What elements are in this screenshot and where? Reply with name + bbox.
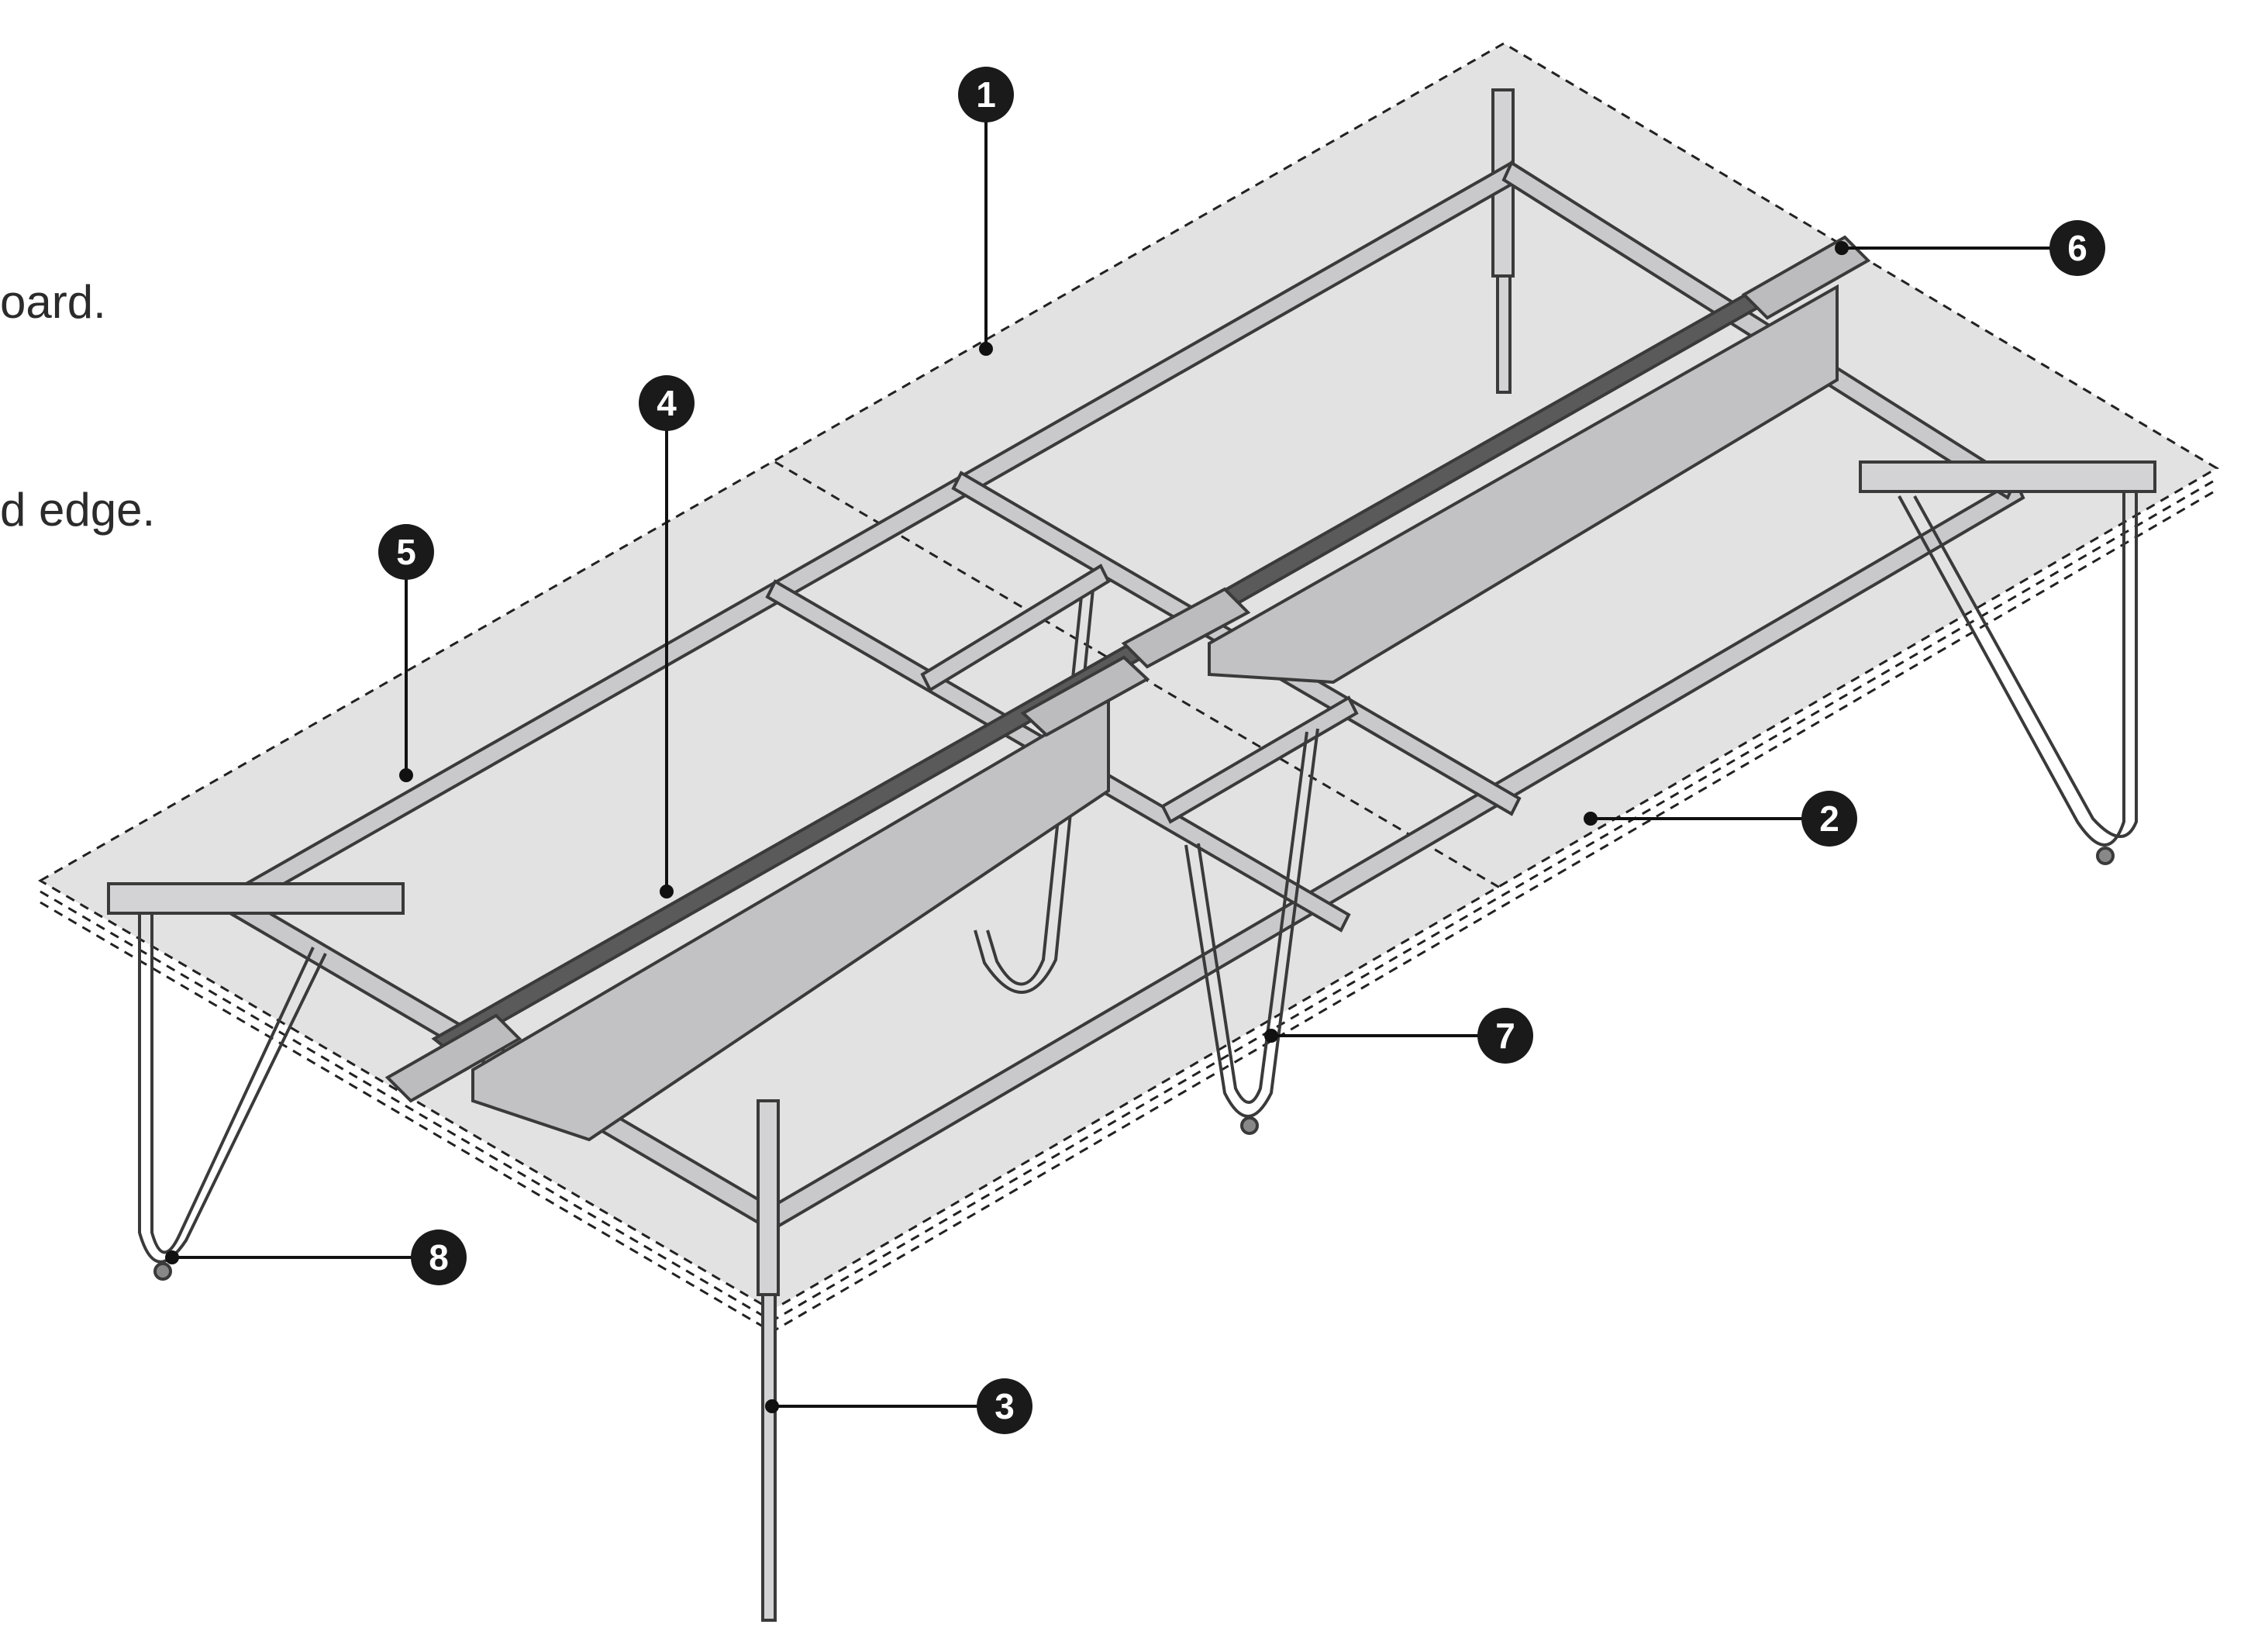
leg-rear-hairpin (986, 588, 1084, 986)
instruction-text-line-2: d edge. (0, 484, 156, 536)
callout-7: 7 (1477, 1008, 1533, 1064)
instruction-text-line-1: oard. (0, 276, 106, 328)
frame-strut-2 (1160, 695, 1359, 824)
leg-front-left (107, 882, 405, 1281)
legs-front (107, 460, 2156, 1622)
callout-2: 2 (1801, 791, 1857, 847)
callout-1-label: 1 (976, 74, 996, 115)
callout-3-label: 3 (995, 1386, 1015, 1426)
callout-badges: 1 2 3 4 5 6 7 (378, 67, 2105, 1434)
leg-front-center (757, 1099, 780, 1622)
callout-3: 3 (977, 1378, 1032, 1434)
legs-back (974, 88, 1515, 994)
frame-strut-1 (920, 564, 1111, 692)
connector-plate-right (1741, 235, 1871, 320)
callout-4-label: 4 (657, 383, 677, 423)
connector-plate-center-2 (1121, 587, 1251, 669)
connector-plate-left (384, 1013, 522, 1103)
callout-leaders (165, 95, 2054, 1413)
tabletop-seam (774, 460, 1505, 892)
callout-2-label: 2 (1819, 798, 1839, 839)
connector-plate-center-1 (1020, 655, 1150, 737)
cable-tray-right (1208, 284, 1839, 685)
callout-6-label: 6 (2067, 228, 2087, 268)
beam-assembly (384, 235, 1871, 1142)
callout-8: 8 (411, 1230, 467, 1285)
leg-front-middle-hairpin (1184, 728, 1319, 1135)
leg-front-right (1859, 460, 2156, 865)
callout-6: 6 (2049, 220, 2105, 276)
callout-8-label: 8 (429, 1237, 449, 1278)
callout-5: 5 (378, 524, 434, 580)
cable-tray-left (471, 695, 1110, 1142)
callout-1: 1 (958, 67, 1014, 122)
callout-7-label: 7 (1495, 1016, 1515, 1056)
callout-4: 4 (639, 375, 695, 431)
callout-5-label: 5 (396, 532, 416, 572)
